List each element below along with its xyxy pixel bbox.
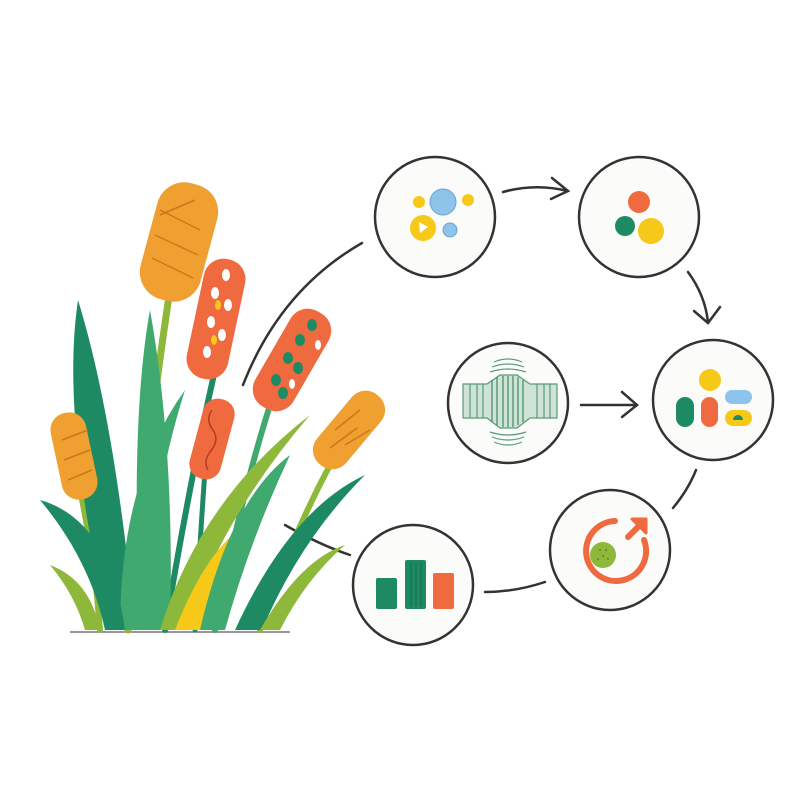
circular-arrow-icon — [583, 517, 650, 584]
arrowhead — [620, 390, 639, 419]
connector-categories-to-cycle — [671, 468, 698, 510]
cattail-head-orange-left — [50, 412, 98, 500]
arrowhead — [549, 176, 571, 201]
scattered-dots-icon — [410, 188, 474, 241]
three-dots-icon — [615, 191, 664, 244]
cattail-head-orange-right — [312, 390, 386, 470]
connector-plant-to-results — [283, 523, 352, 557]
node-particles — [373, 155, 497, 279]
bar-chart-icon — [376, 560, 454, 609]
cattail-head-red-small — [189, 398, 235, 480]
compression-band-icon — [462, 358, 558, 446]
cattail-plant — [40, 182, 386, 634]
cattail-head-red-green-dots — [252, 308, 332, 412]
connectors — [241, 176, 722, 594]
connector-plant-to-particles — [241, 241, 364, 387]
cattail-head-orange-large — [139, 182, 219, 302]
connector-cycle-to-results — [483, 580, 547, 594]
arrow-clusters-to-categories — [686, 270, 710, 324]
arrow-particles-to-clusters — [501, 185, 570, 194]
node-clusters — [577, 155, 701, 279]
arrowhead — [692, 305, 722, 325]
cattail-head-red-dotted — [186, 258, 246, 380]
grouped-shapes-icon — [676, 369, 752, 427]
